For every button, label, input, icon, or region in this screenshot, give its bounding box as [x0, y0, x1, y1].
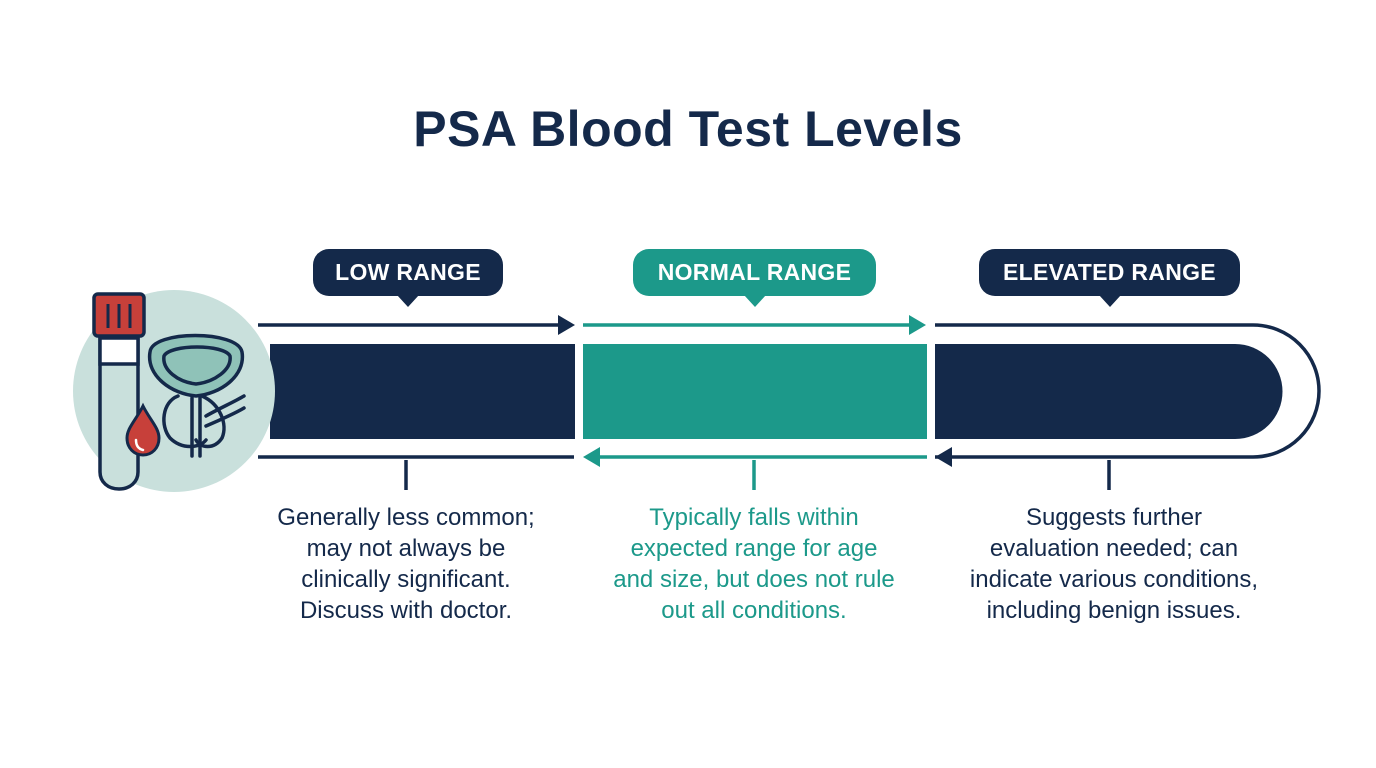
- blood-drop-highlight: [134, 438, 145, 452]
- description-line: Generally less common;: [277, 504, 535, 531]
- description-line: indicate various conditions,: [969, 566, 1259, 593]
- elevated-range-outline: [935, 323, 1321, 459]
- description-line: expected range for age: [630, 535, 878, 562]
- normal-range-bottom-arrow: [583, 447, 927, 467]
- normal-range-top-arrow: [583, 315, 926, 335]
- low-range-bar: [270, 344, 575, 439]
- description-line: including benign issues.: [986, 597, 1242, 624]
- elevated-range-bar: [935, 344, 1283, 439]
- normal-range-bar: [583, 344, 927, 439]
- normal-range-description: Typically falls within expected range fo…: [584, 502, 924, 626]
- description-line: clinically significant.: [301, 566, 511, 593]
- normal-range-label: NORMAL RANGE: [633, 249, 876, 307]
- elevated-range-description: Suggests further evaluation needed; can …: [934, 502, 1294, 626]
- description-line: out all conditions.: [661, 597, 847, 624]
- low-range-description: Generally less common; may not always be…: [246, 502, 566, 626]
- description-line: Discuss with doctor.: [299, 597, 513, 624]
- low-range-top-arrow: [258, 315, 575, 335]
- page-title: PSA Blood Test Levels: [413, 101, 963, 157]
- description-line: and size, but does not rule: [613, 566, 895, 593]
- description-line: Suggests further: [1025, 504, 1203, 531]
- elevated-range-label: ELEVATED RANGE: [979, 249, 1240, 307]
- description-line: Typically falls within: [649, 504, 859, 531]
- blood-tube-icon: [92, 292, 146, 491]
- low-range-label: LOW RANGE: [313, 249, 503, 307]
- description-line: evaluation needed; can: [989, 535, 1239, 562]
- description-line: may not always be: [306, 535, 506, 562]
- prostate-icon: [147, 333, 246, 458]
- elevated-range-bottom-arrowhead: [935, 447, 952, 467]
